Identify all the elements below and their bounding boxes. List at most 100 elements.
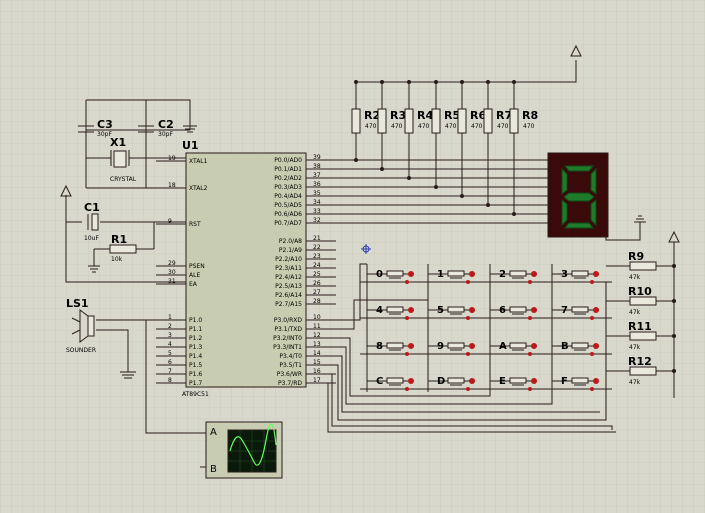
chip-pin-left[interactable]: P1.23 — [156, 332, 202, 342]
keypad-key[interactable]: D — [428, 376, 475, 391]
pin-number: 9 — [168, 218, 172, 225]
pin-name: P0.5/AD5 — [274, 202, 302, 209]
keypad-key-label: E — [499, 376, 506, 387]
pin-number: 2 — [168, 323, 172, 330]
keypad-key[interactable]: 7 — [552, 305, 599, 320]
capacitor-c2[interactable]: C2 30pF — [138, 118, 174, 138]
resistor-r1[interactable]: R1 10k — [109, 233, 137, 263]
keypad-key[interactable]: 1 — [428, 269, 475, 284]
oscilloscope[interactable]: A B — [200, 421, 283, 479]
keypad-key[interactable]: 3 — [552, 269, 599, 284]
pin-number: 15 — [313, 359, 321, 366]
pin-number: 8 — [168, 377, 172, 384]
keypad-key[interactable]: 6 — [490, 305, 537, 320]
pin-name: P0.1/AD1 — [274, 166, 302, 173]
crystal-label: CRYSTAL — [110, 176, 137, 183]
pin-number: 10 — [313, 314, 321, 321]
pin-number: 38 — [313, 163, 321, 170]
chip-pin-left[interactable]: P1.78 — [156, 377, 202, 387]
seven-segment-display[interactable]: 8 — [0, 0, 609, 238]
chip-pin-left[interactable]: P1.34 — [156, 341, 202, 351]
crystal-ref: X1 — [110, 136, 126, 149]
capacitor-c3[interactable]: C3 30pF — [78, 118, 113, 138]
capacitor-c1[interactable]: C1 10uF — [84, 201, 100, 242]
keypad-key[interactable]: A — [490, 341, 537, 356]
speaker-ref: LS1 — [66, 297, 89, 310]
chip-pin-left[interactable]: P1.67 — [156, 368, 202, 378]
keypad-key[interactable]: 4 — [367, 305, 414, 320]
pin-number: 28 — [313, 298, 321, 305]
pin-number: 5 — [168, 350, 172, 357]
mcu-chip[interactable]: U1 AT89C51 XTAL119XTAL218RST9PSEN29ALE30… — [156, 139, 336, 398]
pullup-ref: R7 — [496, 109, 512, 122]
keypad-key[interactable]: F — [552, 376, 599, 391]
keypad-key[interactable]: C — [367, 376, 414, 391]
pin-number: 6 — [168, 359, 172, 366]
pin-name: P3.6/WR — [277, 371, 302, 378]
keypad-key[interactable]: 2 — [490, 269, 537, 284]
chip-pin-left[interactable]: P1.4 5 — [156, 350, 202, 360]
keypad-key-label: F — [561, 376, 568, 387]
chip-pin-left[interactable]: P1.12 — [156, 323, 202, 333]
speaker-ls1[interactable]: LS1 SOUNDER — [66, 297, 96, 354]
pin-number: 27 — [313, 289, 321, 296]
pin-name: P1.2 — [189, 335, 202, 342]
row-resistor-value: 47k — [629, 379, 641, 386]
keypad-key[interactable]: 9 — [428, 341, 475, 356]
keypad-key[interactable]: 0 — [367, 269, 414, 284]
crystal-x1[interactable]: X1 CRYSTAL — [108, 136, 137, 183]
pullup-value: 470 — [471, 123, 483, 130]
keypad-key[interactable]: E — [490, 376, 537, 391]
chip-pin-right[interactable]: P0.1/AD1 38 — [274, 163, 336, 173]
keypad-key[interactable]: 5 — [428, 305, 475, 320]
pin-number: 33 — [313, 208, 321, 215]
pin-name: P1.4 — [189, 353, 202, 360]
keypad-key[interactable]: 8 — [367, 341, 414, 356]
chip-pin-left[interactable]: P1.01 — [156, 314, 202, 324]
pin-number: 24 — [313, 262, 321, 269]
chip-pin-left[interactable]: P1.56 — [156, 359, 202, 369]
keypad-key[interactable]: B — [552, 341, 599, 356]
